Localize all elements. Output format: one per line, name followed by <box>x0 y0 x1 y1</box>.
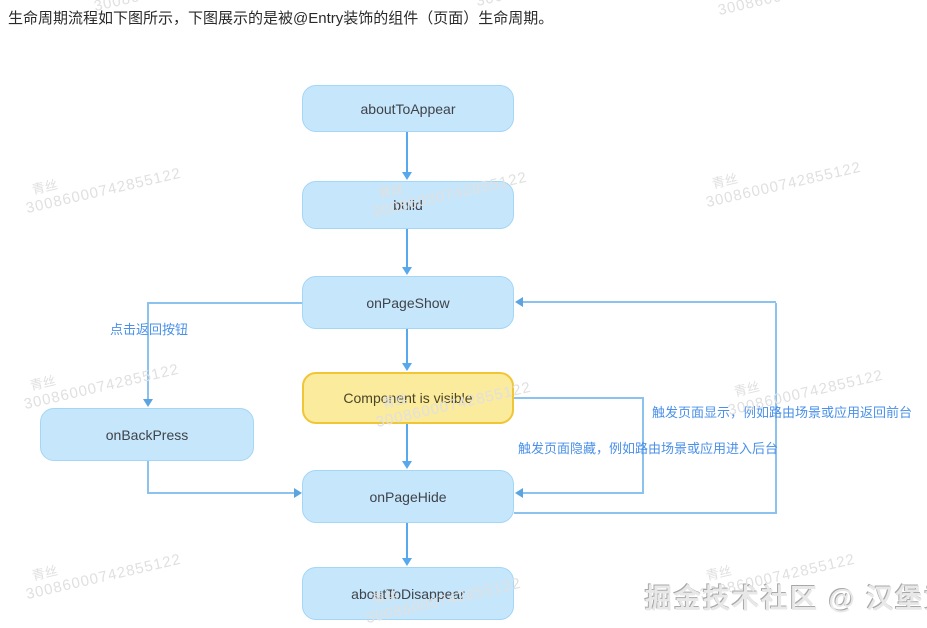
node-about-to-appear: aboutToAppear <box>302 85 514 132</box>
edge-pageshow-to-backpress-h <box>147 302 302 304</box>
arrowhead-down-icon <box>143 399 153 407</box>
edge-visible-to-pagehide-v <box>642 397 644 494</box>
edge-backpress-to-pagehide-v <box>147 461 149 494</box>
arrow-pageshow-to-visible <box>406 329 408 364</box>
community-credit-watermark: 掘金技术社区 @ 汉堡黄 <box>645 584 927 614</box>
edge-pagehide-to-pageshow-v <box>775 303 777 514</box>
arrowhead-down-icon <box>402 172 412 180</box>
edge-pagehide-to-pageshow-h1 <box>514 512 777 514</box>
node-label: onPageShow <box>366 294 450 311</box>
edge-label-page-hide: 触发页面隐藏，例如路由场景或应用进入后台 <box>518 441 779 456</box>
node-component-is-visible: Component is visible <box>302 372 514 424</box>
node-label: onPageHide <box>369 488 447 505</box>
edge-visible-to-pagehide-h1 <box>514 397 644 399</box>
node-label: aboutToAppear <box>360 100 456 117</box>
arrow-visible-to-pagehide <box>406 424 408 462</box>
arrowhead-down-icon <box>402 461 412 469</box>
arrowhead-down-icon <box>402 558 412 566</box>
node-on-page-show: onPageShow <box>302 276 514 329</box>
node-label: Component is visible <box>343 390 473 406</box>
edge-pagehide-to-pageshow-h2 <box>523 301 776 303</box>
arrowhead-left-icon <box>515 488 523 498</box>
arrowhead-left-icon <box>515 297 523 307</box>
arrowhead-down-icon <box>402 267 412 275</box>
node-label: onBackPress <box>105 426 189 443</box>
arrowhead-down-icon <box>402 363 412 371</box>
node-build: build <box>302 181 514 229</box>
node-about-to-disappear: aboutToDisappear <box>302 567 514 620</box>
arrow-appear-to-build <box>406 132 408 173</box>
edge-visible-to-pagehide-h2 <box>523 492 643 494</box>
arrow-pagehide-to-disappear <box>406 523 408 559</box>
edge-label-page-show: 触发页面显示，例如路由场景或应用返回前台 <box>652 405 913 420</box>
node-label: build <box>393 197 423 213</box>
edge-label-back-button: 点击返回按钮 <box>110 322 189 337</box>
edge-pageshow-to-backpress-v <box>147 302 149 400</box>
arrowhead-right-icon <box>294 488 302 498</box>
node-on-back-press: onBackPress <box>40 408 254 461</box>
arrow-build-to-pageshow <box>406 229 408 268</box>
page-title: 生命周期流程如下图所示，下图展示的是被@Entry装饰的组件（页面）生命周期。 <box>8 10 554 27</box>
node-label: aboutToDisappear <box>351 585 465 602</box>
node-on-page-hide: onPageHide <box>302 470 514 523</box>
edge-backpress-to-pagehide-h <box>147 492 294 494</box>
